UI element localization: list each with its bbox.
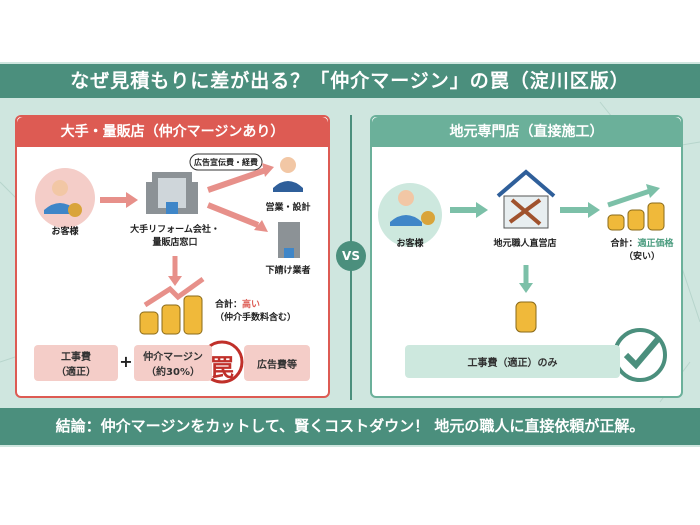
- building-icon: [146, 172, 198, 214]
- left-panel-header: 大手・量販店（仲介マージンあり）: [17, 117, 328, 147]
- conclusion-bar: 結論：仲介マージンをカットして、賢くコストダウン！ 地元の職人に直接依頼が正解。: [0, 408, 700, 445]
- cost-construction: 工事費（適正）: [34, 345, 118, 381]
- left-diagram-graphics: [35, 153, 303, 384]
- customer-icon: [378, 183, 442, 247]
- trap-stamp-text: 罠: [210, 354, 234, 382]
- sales-person-icon: [273, 157, 303, 192]
- left-total: 合計：高い（仲介手数料含む）: [215, 300, 297, 323]
- check-icon: [613, 328, 667, 382]
- company-label: 大手リフォーム会社・量販店窓口: [130, 225, 220, 248]
- cost-margin: 仲介マージン（約30%）: [134, 345, 212, 381]
- cost-advertising: 広告費等: [244, 345, 310, 381]
- vs-badge: VS: [336, 241, 366, 271]
- sales-label: 営業・設計: [265, 203, 311, 213]
- plus-sign: +: [119, 352, 133, 371]
- coin-stack-icon: [139, 295, 203, 335]
- shop-label: 地元職人直営店: [493, 239, 557, 249]
- right-diagram-graphics: [378, 169, 667, 382]
- right-panel-header: 地元専門店（直接施工）: [372, 117, 681, 147]
- right-total: 合計：適正価格（安い）: [610, 239, 674, 262]
- house-tools-icon: [496, 169, 556, 229]
- coin-stack-icon: [515, 301, 537, 333]
- customer-label: お客様: [51, 227, 79, 237]
- subcontractor-building-icon: [278, 222, 300, 258]
- arrow-icon: [126, 192, 138, 208]
- speech-bubble: [189, 153, 263, 171]
- customer-label: お客様: [396, 239, 424, 249]
- money-bag-icon: [68, 203, 82, 217]
- customer-icon: [35, 168, 95, 228]
- coin-stack-icon: [607, 202, 665, 231]
- cost-construction-only: 工事費（適正）のみ: [405, 345, 620, 378]
- money-bag-icon: [421, 211, 435, 225]
- page-title: なぜ見積もりに差が出る？「仲介マージン」の罠（淀川区版）: [0, 64, 700, 98]
- subcontractor-label: 下請け業者: [265, 266, 311, 276]
- bubble-text: 広告宣伝費・経費: [194, 158, 258, 167]
